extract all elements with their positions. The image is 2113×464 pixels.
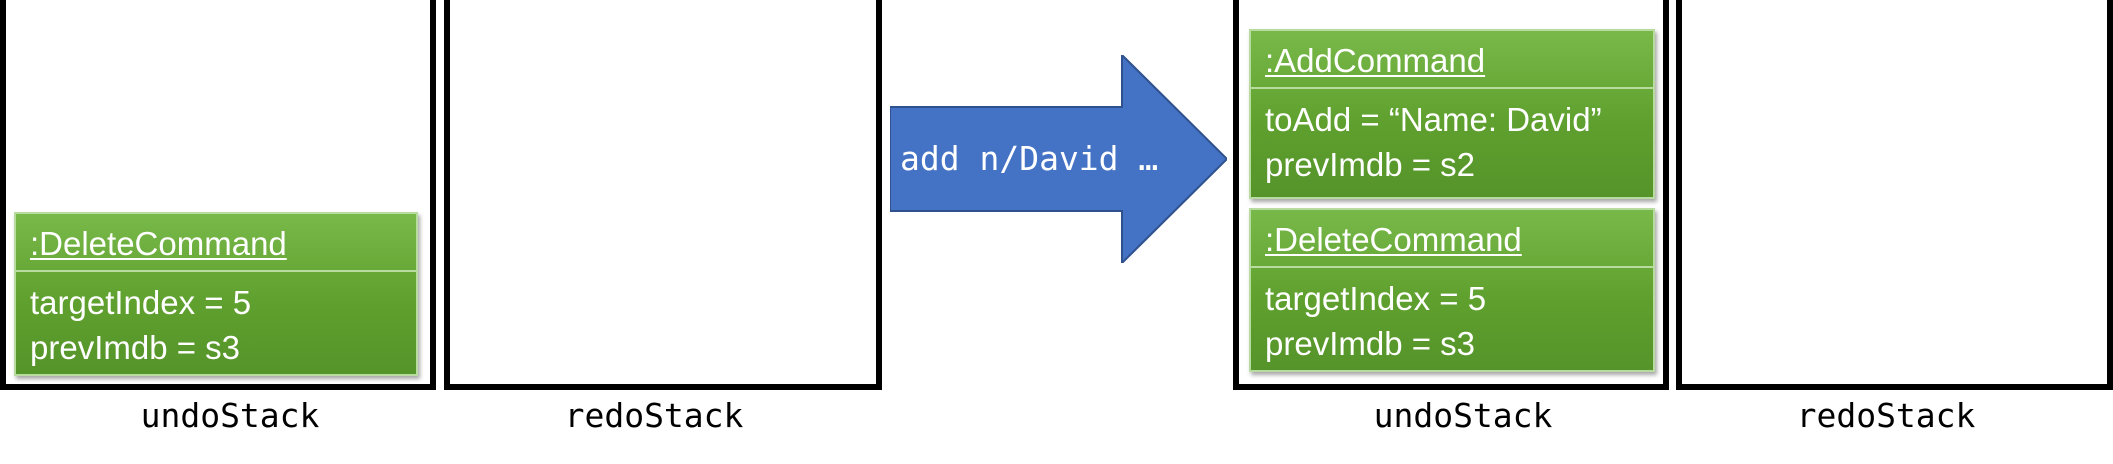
arrow-shape — [890, 55, 1227, 263]
card-attribute: toAdd = “Name: David” — [1265, 101, 1602, 138]
card-title-text: :DeleteCommand — [30, 225, 287, 262]
card-title: :AddCommand — [1251, 31, 1653, 89]
card-attribute: prevImdb = s3 — [30, 329, 241, 366]
card-attribute: targetIndex = 5 — [30, 284, 252, 321]
card-attribute: prevImdb = s3 — [1265, 325, 1476, 362]
redo-stack-label-before: redoStack — [564, 396, 744, 435]
transition-command-label: add n/David … — [900, 139, 1159, 178]
card-title: :DeleteCommand — [16, 214, 416, 272]
card-attributes: targetIndex = 5 prevImdb = s3 — [16, 272, 416, 370]
card-title: :DeleteCommand — [1251, 210, 1653, 268]
card-title-text: :DeleteCommand — [1265, 221, 1522, 258]
card-attribute: prevImdb = s2 — [1265, 146, 1476, 183]
card-title-text: :AddCommand — [1265, 42, 1486, 79]
redo-stack-before — [444, 0, 882, 390]
undo-stack-label-after: undoStack — [1373, 396, 1553, 435]
undo-stack-label-before: undoStack — [140, 396, 320, 435]
card-attributes: toAdd = “Name: David” prevImdb = s2 — [1251, 89, 1653, 187]
add-command-card-after: :AddCommand toAdd = “Name: David” prevIm… — [1249, 29, 1655, 199]
redo-stack-after — [1676, 0, 2113, 390]
card-attributes: targetIndex = 5 prevImdb = s3 — [1251, 268, 1653, 366]
card-attribute: targetIndex = 5 — [1265, 280, 1487, 317]
transition-arrow — [890, 55, 1227, 263]
delete-command-card-before: :DeleteCommand targetIndex = 5 prevImdb … — [14, 212, 418, 376]
redo-stack-label-after: redoStack — [1796, 396, 1976, 435]
delete-command-card-after: :DeleteCommand targetIndex = 5 prevImdb … — [1249, 208, 1655, 372]
